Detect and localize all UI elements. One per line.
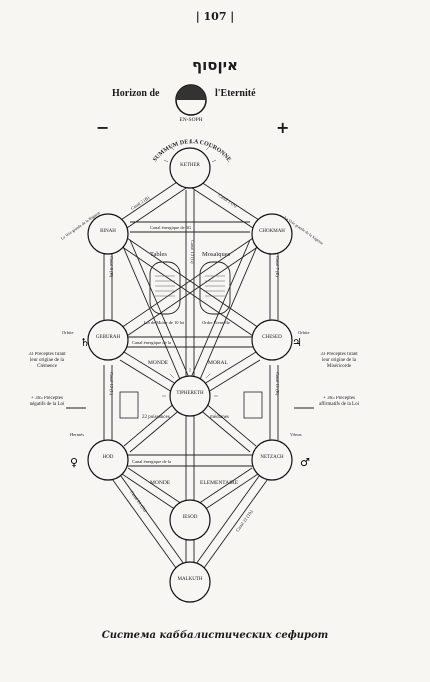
sephira-kether [169,147,211,189]
canal-lower-right-vertical: Canal 11 (K) [275,372,280,396]
canal-kether-binah: Canal 2 (B) [130,195,151,211]
page-number: | 107 | [195,10,235,23]
figure-caption: Система каббалистических сефирот [101,630,329,641]
hebrew-title: איןסוף [192,56,238,74]
en-soph-label: EN-SOPH [179,117,202,123]
monde-left: MONDE [148,360,169,366]
canal-hod-netzach: Canal énergique de la [132,459,171,464]
label-geburah: GEBURAH [96,335,121,340]
en-soph-disc: EN-SOPH [175,84,207,123]
tablets-right-sub: Ordre Éternelle [202,320,230,325]
label-chokmah: CHOKMAH [259,229,285,234]
label-kether: KETHER [180,163,200,168]
canal-bottom-left: Canal 21 (Sh) [129,490,148,514]
canal-right-vertical: Canal 7 (Z) [275,256,280,277]
sephira-netzach [251,439,293,481]
venus-symbol-icon: ♀ [70,456,78,469]
sephira-hod [87,439,129,481]
right-side-low: Vénus [290,432,302,437]
label-malkuth: MALKUTH [178,577,203,582]
monde-lower-left: MONDE [150,480,171,486]
tablets-left-sub: Loi de Moïse de 10 loi [144,320,186,325]
right-margin-note-1: 33 Préceptes tirant leur origine de la M… [320,352,357,369]
canal-lower-left-vertical: Canal 12 (L) [109,372,114,395]
label-tiphereth: TIPHERETH [176,391,204,396]
plus-sign: + [276,118,290,137]
sephira-chesed [251,319,293,361]
canal-geburah-chesed: Canal énergique de la [132,340,171,345]
channel-lines [66,179,314,569]
side-box-right [243,391,263,419]
left-margin-note-1: 33 Préceptes tirant leur origine de la C… [28,352,65,369]
saturn-symbol-icon: ♄ [80,336,90,349]
sephira-malkuth [169,561,211,603]
label-binah: BINAH [100,229,116,234]
label-yesod: IESOD [183,515,198,520]
jupiter-symbol-icon: ♃ [292,336,302,349]
sephira-chokmah [251,213,293,255]
right-margin-note-2: + 365 Préceptes affirmatifs de la Loi [319,396,359,407]
label-hod: HOD [103,455,114,460]
minus-sign: − [96,118,110,137]
puissances-right: médianes [210,415,229,420]
sephira-tiphereth [169,375,211,417]
radiance-rays [162,140,218,397]
left-side-low: Hermès [70,432,84,437]
monde-right: MORAL [208,360,229,366]
tablets-of-law [149,261,231,315]
canal-middle: Canal 13 (G) [190,240,195,264]
left-margin-note-2: + 365 Préceptes négatifs de la Loi [30,396,65,407]
monde-lower-right: ELEMENTAIRE [200,480,239,486]
label-chesed: CHESED [262,335,282,340]
tablets-left-label: Tables [150,251,167,258]
label-netzach: NETZACH [260,455,284,460]
sephira-yesod [169,499,211,541]
left-side-mid: Orbite [62,330,74,335]
side-box-left [119,391,139,419]
horizon-label-left: Horizon de [112,88,160,99]
canal-binah-chokmah: Canal énergique de 3G [150,225,192,230]
sephira-geburah [87,319,129,361]
canal-left-vertical: Canal 8 (H) [109,256,114,278]
right-side-mid: Orbite [298,330,310,335]
horizon-label-right: l'Eternité [215,88,256,99]
sephira-binah [87,213,129,255]
tablets-right-label: Mosaïques [202,251,231,258]
mars-symbol-icon: ♂ [300,456,310,469]
puissances-left: 22 puissances [142,415,170,420]
